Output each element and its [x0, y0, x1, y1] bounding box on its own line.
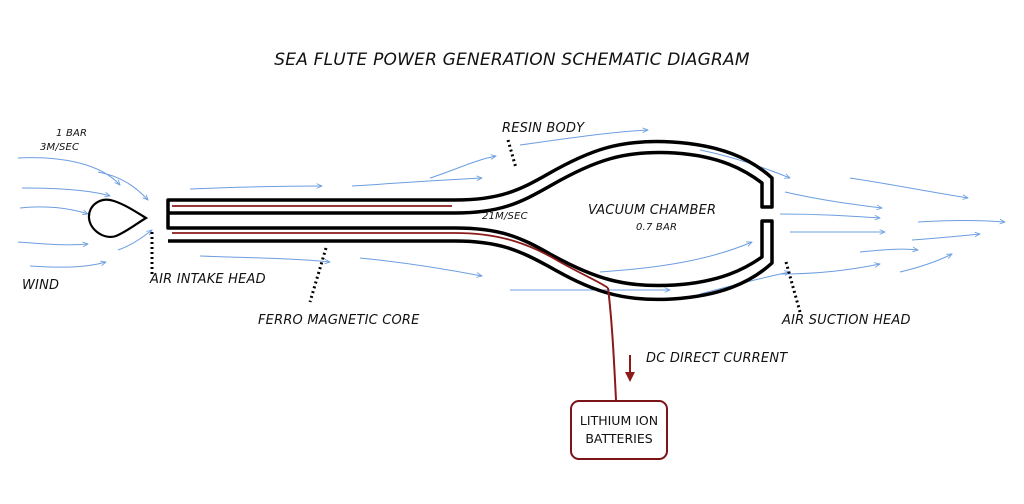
resin-body-leader — [506, 139, 518, 169]
ferro-core-leader — [308, 247, 328, 303]
inlet-pressure-label: 1 Bar — [56, 128, 88, 139]
air-suction-leader — [784, 261, 802, 313]
chamber-pressure-label: 0.7 Bar — [636, 222, 678, 233]
throat-speed-label: 21M/SEC — [482, 211, 528, 222]
airflow-arrow — [21, 187, 110, 196]
dc-current-wire — [607, 287, 617, 401]
airflow-arrow — [699, 149, 790, 178]
airflow-arrow — [97, 171, 148, 200]
airflow-arrow — [359, 257, 482, 276]
airflow-arrow — [917, 221, 1005, 223]
ferro-magnetic-core-label: FERRO MAGNETIC CORE — [258, 313, 420, 328]
inlet-speed-label: 3M/SEC — [40, 142, 80, 153]
airflow-arrow — [351, 178, 482, 187]
airflow-arrow — [779, 264, 880, 275]
ferro-magnetic-core — [172, 205, 609, 289]
battery-label-line1: LITHIUM ION — [579, 413, 659, 428]
airflow-arrow — [117, 230, 152, 251]
airflow-arrow — [599, 242, 752, 273]
airflow-arrows — [17, 130, 1005, 295]
diagram-title: SEA FLUTE POWER GENERATION SCHEMATIC DIA… — [274, 50, 750, 70]
airflow-arrow — [849, 177, 968, 198]
airflow-arrow — [899, 254, 952, 273]
resin-body-label: RESIN BODY — [502, 121, 585, 136]
dc-direct-current-label: DC DIRECT CURRENT — [646, 351, 788, 366]
airflow-arrow — [911, 234, 980, 241]
battery-label-line2: BATTERIES — [585, 431, 653, 446]
air-intake-head-label: AIR INTAKE HEAD — [150, 272, 266, 287]
airflow-arrow — [784, 191, 882, 208]
lithium-ion-batteries-box: LITHIUM ION BATTERIES — [570, 400, 668, 460]
airflow-arrow — [519, 130, 648, 146]
air-intake-head-shape — [87, 198, 149, 238]
resin-body-shape — [166, 139, 774, 302]
airflow-arrow — [429, 156, 496, 179]
airflow-arrow — [17, 241, 88, 245]
vacuum-chamber-label: VACUUM CHAMBER — [588, 203, 717, 218]
airflow-arrow — [19, 206, 88, 214]
airflow-arrow — [199, 255, 330, 262]
airflow-arrow — [17, 157, 120, 185]
core-line-lower — [172, 232, 609, 289]
airflow-arrow — [779, 213, 880, 218]
airflow-arrow — [29, 262, 106, 268]
air-suction-head-label: AIR SUCTION HEAD — [782, 313, 911, 328]
airflow-arrow — [859, 249, 918, 253]
wind-label: WIND — [22, 278, 60, 293]
airflow-arrow — [189, 186, 322, 190]
leader-lines — [150, 139, 802, 313]
